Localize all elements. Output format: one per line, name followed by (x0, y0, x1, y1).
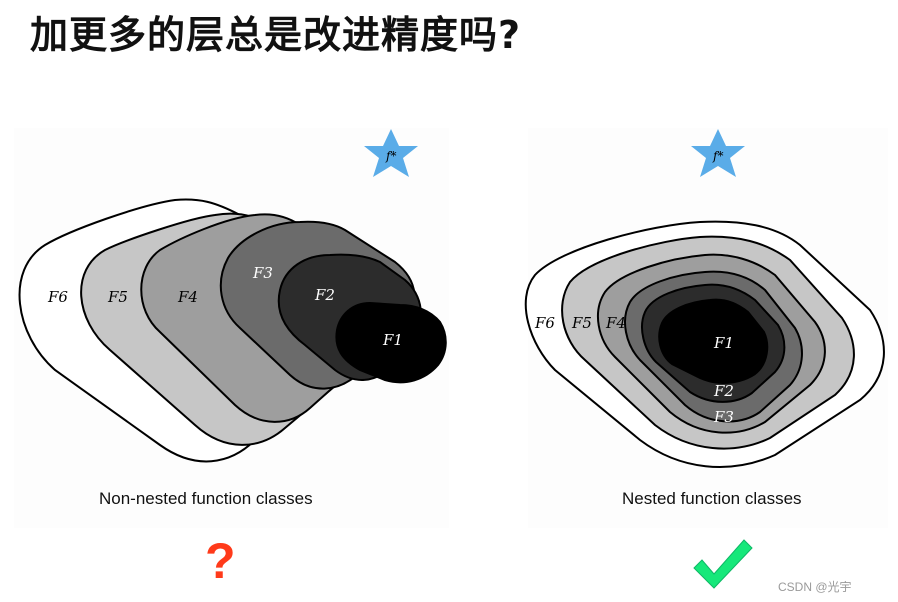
nested-diagram (524, 220, 885, 468)
label-F3-right: F3 (713, 408, 734, 426)
label-F2-left: F2 (314, 286, 335, 304)
label-F6-right: F6 (534, 314, 555, 332)
label-F5-left: F5 (107, 288, 128, 306)
star-icon-left: f* (364, 129, 418, 177)
caption-nested: Nested function classes (622, 489, 802, 508)
label-F1-right: F1 (713, 334, 734, 352)
star-icon-right: f* (691, 129, 745, 177)
label-F3-left: F3 (252, 264, 273, 282)
star-label-right: f* (712, 149, 723, 163)
label-F4-left: F4 (177, 288, 198, 306)
label-F6-left: F6 (47, 288, 68, 306)
checkmark-icon (693, 539, 753, 589)
caption-non-nested: Non-nested function classes (99, 489, 313, 508)
class-F1-left (335, 301, 447, 384)
star-label-left: f* (385, 149, 396, 163)
label-F1-left: F1 (382, 331, 403, 349)
non-nested-diagram (18, 198, 447, 463)
label-F4-right: F4 (605, 314, 626, 332)
class-F1-right (658, 298, 769, 384)
question-mark-icon: ? (205, 533, 236, 589)
page-title: 加更多的层总是改进精度吗? (30, 13, 522, 57)
label-F5-right: F5 (571, 314, 592, 332)
label-F2-right: F2 (713, 382, 734, 400)
watermark: CSDN @光宇 (778, 580, 852, 594)
